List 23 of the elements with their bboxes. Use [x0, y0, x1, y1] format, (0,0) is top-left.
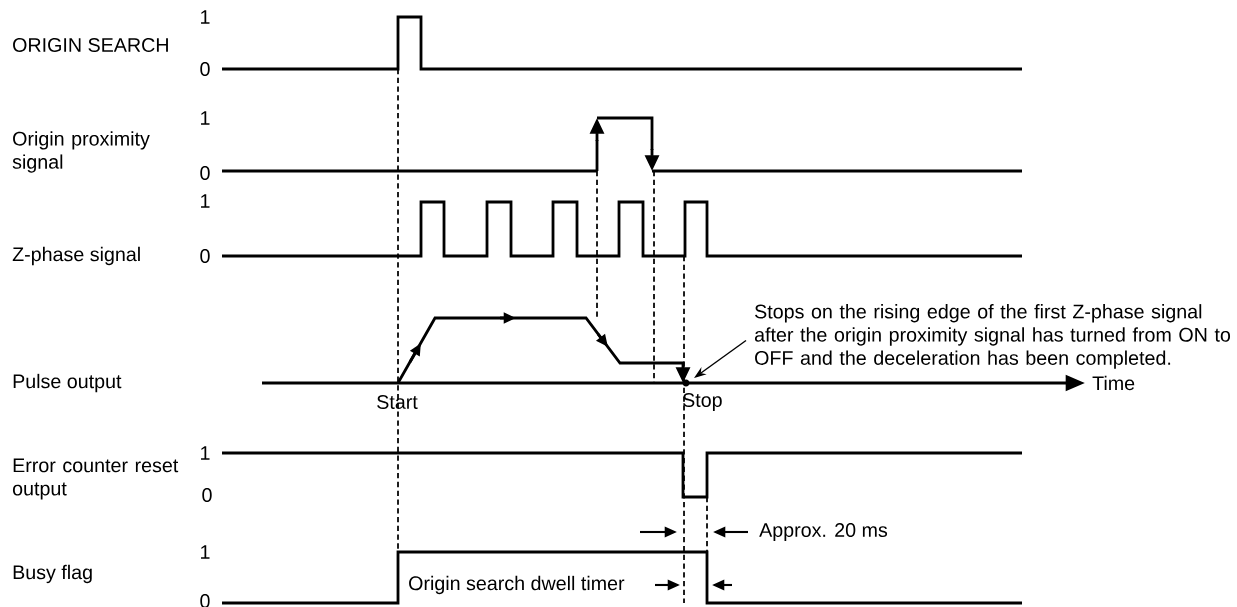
label-text: Time [1092, 375, 1135, 391]
label-text: 0 [202, 488, 212, 502]
label-text: 1 [201, 545, 210, 559]
label-text: Pulse output [13, 373, 122, 393]
label-text: 1 [201, 10, 210, 24]
label-text: 1 [201, 194, 210, 208]
label-text: 0 [200, 166, 210, 180]
label-text: Error counter reset output [12, 458, 179, 500]
label-text: ORIGIN SEARCH [13, 38, 168, 52]
label-text: Stop [683, 393, 722, 411]
label-text: Origin search dwell timer [409, 575, 625, 595]
stop-point [682, 379, 690, 387]
callout-text: Stops on the rising edge of the first Z-phase signal after the origin proximity signal has turned from ON to OFF and the deceleration has been completed. [754, 304, 1231, 369]
label-text: 0 [200, 249, 210, 263]
label-text: Busy flag [13, 564, 92, 584]
label-text: 1 [201, 111, 210, 125]
label-text: Origin proximity signal [12, 131, 150, 173]
label-text: Start [377, 395, 418, 409]
label-text: 0 [200, 594, 210, 607]
label-text: Approx. 20 ms [759, 523, 888, 541]
label-text: Z-phase signal [12, 246, 140, 266]
label-text: 1 [201, 446, 210, 460]
label-text: 0 [200, 62, 210, 76]
